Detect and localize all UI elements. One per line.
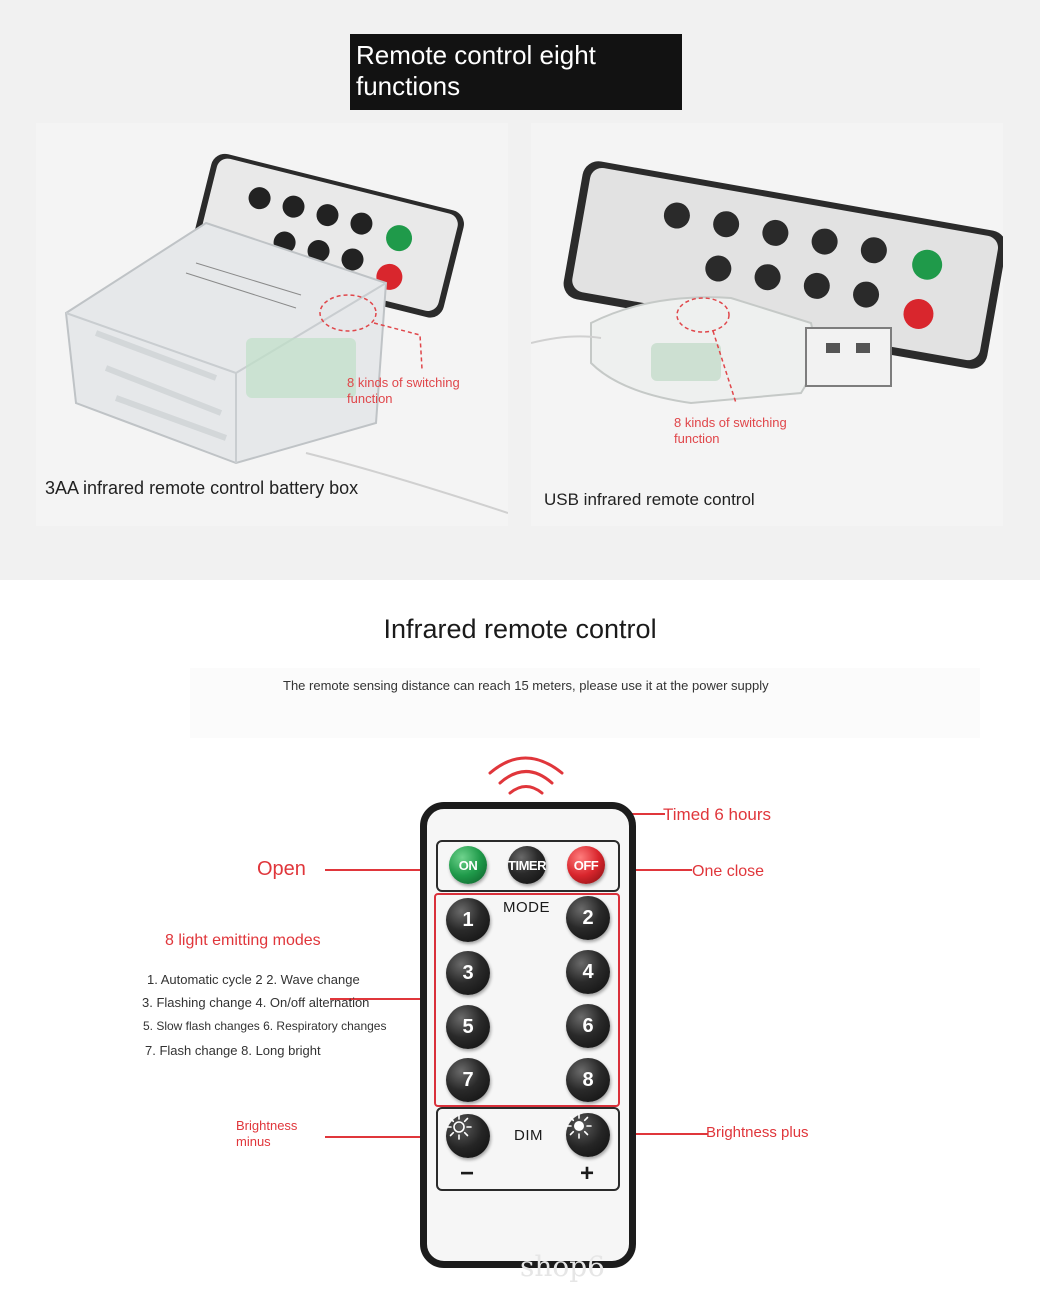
mode-button-5[interactable]: 5: [446, 1005, 490, 1049]
dim-buttons-frame: [436, 1107, 620, 1191]
usb-remote-caption: USB infrared remote control: [544, 490, 755, 509]
mode-line-3: 5. Slow flash changes 6. Respiratory cha…: [143, 1019, 387, 1033]
brightness-minus-button[interactable]: [446, 1114, 490, 1158]
mode-button-1[interactable]: 1: [446, 898, 490, 942]
mode-line-4: 7. Flash change 8. Long bright: [145, 1043, 321, 1058]
product-photos-section: Remote control eight functions: [0, 0, 1040, 580]
battery-box-photo: 8 kinds of switching function 3AA infrar…: [36, 123, 508, 526]
open-callout: Open: [257, 858, 306, 880]
brightness-plus-button[interactable]: [566, 1113, 610, 1157]
remote-diagram: ON TIMER OFF MODE 1 2 3 4 5 6 7 8: [0, 740, 1040, 1300]
distance-note-text: The remote sensing distance can reach 15…: [283, 678, 769, 693]
dim-label: DIM: [514, 1127, 543, 1144]
on-button[interactable]: ON: [449, 846, 487, 884]
brightness-plus-callout: Brightness plus: [706, 1124, 809, 1141]
modes-highlight-frame: [434, 893, 620, 1107]
sun-icon: [446, 1114, 472, 1140]
timed-callout: Timed 6 hours: [663, 805, 772, 824]
minus-sign: −: [460, 1160, 475, 1187]
one-close-callout: One close: [692, 863, 765, 880]
section-title-badge: Remote control eight functions: [350, 34, 682, 110]
plus-sign: +: [580, 1160, 595, 1187]
switching-function-note: 8 kinds of switching function: [674, 415, 787, 446]
power-buttons-frame: [436, 840, 620, 892]
battery-box-illustration: [64, 153, 508, 514]
usb-remote-photo: 8 kinds of switching function USB infrar…: [531, 123, 1003, 526]
mode-label: MODE: [503, 899, 550, 916]
infrared-section-title: Infrared remote control: [383, 614, 657, 644]
mode-button-6[interactable]: 6: [566, 1004, 610, 1048]
off-button[interactable]: OFF: [567, 846, 605, 884]
distance-note-box: The remote sensing distance can reach 15…: [190, 668, 980, 738]
signal-icon: [488, 756, 564, 795]
mode-button-4[interactable]: 4: [566, 950, 610, 994]
switching-function-note: 8 kinds of switching function: [347, 375, 460, 406]
mode-line-2: 3. Flashing change 4. On/off alternation: [142, 995, 370, 1010]
mode-button-2[interactable]: 2: [566, 896, 610, 940]
timer-button[interactable]: TIMER: [508, 846, 546, 884]
battery-box-caption: 3AA infrared remote control battery box: [45, 478, 359, 498]
modes-title-callout: 8 light emitting modes: [165, 932, 321, 949]
sun-bright-icon: [566, 1113, 592, 1139]
mode-button-8[interactable]: 8: [566, 1058, 610, 1102]
mode-button-3[interactable]: 3: [446, 951, 490, 995]
usb-remote-illustration: [531, 161, 1003, 405]
brightness-minus-callout: Brightness minus: [236, 1118, 298, 1149]
mode-line-1: 1. Automatic cycle 2 2. Wave change: [147, 972, 360, 987]
mode-button-7[interactable]: 7: [446, 1058, 490, 1102]
watermark: shop6: [520, 1250, 605, 1283]
